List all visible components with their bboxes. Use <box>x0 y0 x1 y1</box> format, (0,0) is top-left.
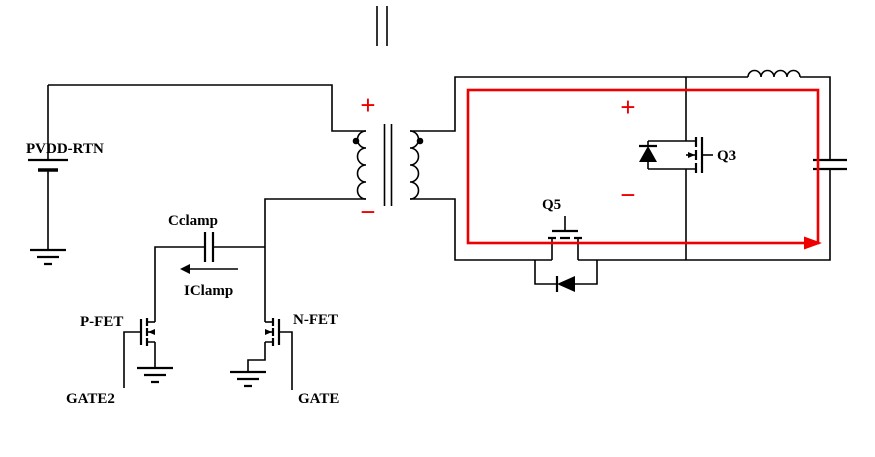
pfet-label: P-FET <box>80 314 123 330</box>
nfet-source-lead <box>247 341 273 372</box>
primary-plus-sign: + <box>360 90 375 120</box>
q3-arrow-icon <box>688 152 695 158</box>
primary-bottom-wire <box>264 198 366 322</box>
secondary-plus-sign: + <box>620 92 635 122</box>
clamp-left-wire <box>154 246 205 322</box>
secondary-top-wire <box>410 76 748 132</box>
transformer-core-lines <box>383 124 393 206</box>
battery-label: PVDD-RTN <box>26 141 104 157</box>
q5-diode-icon <box>557 276 575 292</box>
pfet-gate-lead <box>123 331 141 388</box>
primary-top-wire <box>48 84 366 132</box>
pfet-ground-icon <box>137 366 173 384</box>
output-inductor <box>747 69 801 78</box>
gate-label: GATE <box>298 391 339 407</box>
bottom-right-wire <box>578 169 831 261</box>
nfet-label: N-FET <box>293 312 338 328</box>
q3-label: Q3 <box>717 148 736 164</box>
top-right-wire <box>800 76 831 160</box>
pfet: P-FET GATE2 <box>66 314 173 407</box>
battery-ground-icon <box>30 248 66 266</box>
primary-minus-sign: − <box>360 197 375 227</box>
clamp-network: Cclamp IClamp <box>154 198 366 322</box>
nfet: N-FET GATE <box>230 312 339 407</box>
pfet-arrow-icon <box>148 329 155 335</box>
current-loop-arrowhead-icon <box>804 236 822 250</box>
nfet-arrow-icon <box>265 329 272 335</box>
secondary-bottom-wire <box>410 198 552 261</box>
q3-mosfet: Q3 + − <box>620 77 736 260</box>
q5-terminal-stubs <box>551 238 579 260</box>
q5-diode-loop-wire <box>534 260 598 285</box>
nfet-ground-icon <box>230 370 266 388</box>
secondary-polarity-dot <box>416 137 424 145</box>
primary-polarity-dot <box>352 137 360 145</box>
primary-winding <box>356 130 367 200</box>
current-loop-annotation <box>466 88 822 250</box>
battery-branch: PVDD-RTN <box>26 84 366 266</box>
current-loop-path <box>466 88 820 245</box>
pfet-source-lead <box>147 341 156 368</box>
secondary-minus-sign: − <box>620 180 635 210</box>
gate2-label: GATE2 <box>66 391 115 407</box>
iclamp-arrowhead-icon <box>180 264 190 274</box>
clamp-capacitor <box>203 232 215 262</box>
q3-body-diode-icon <box>639 146 657 162</box>
nfet-gate-lead <box>279 331 293 390</box>
q5-label: Q5 <box>542 197 561 213</box>
clamp-current-label: IClamp <box>184 283 233 299</box>
q5-mosfet: Q5 <box>534 197 598 292</box>
transformer: + − <box>352 90 424 227</box>
secondary-winding <box>409 130 420 200</box>
clamp-cap-label: Cclamp <box>168 213 218 229</box>
